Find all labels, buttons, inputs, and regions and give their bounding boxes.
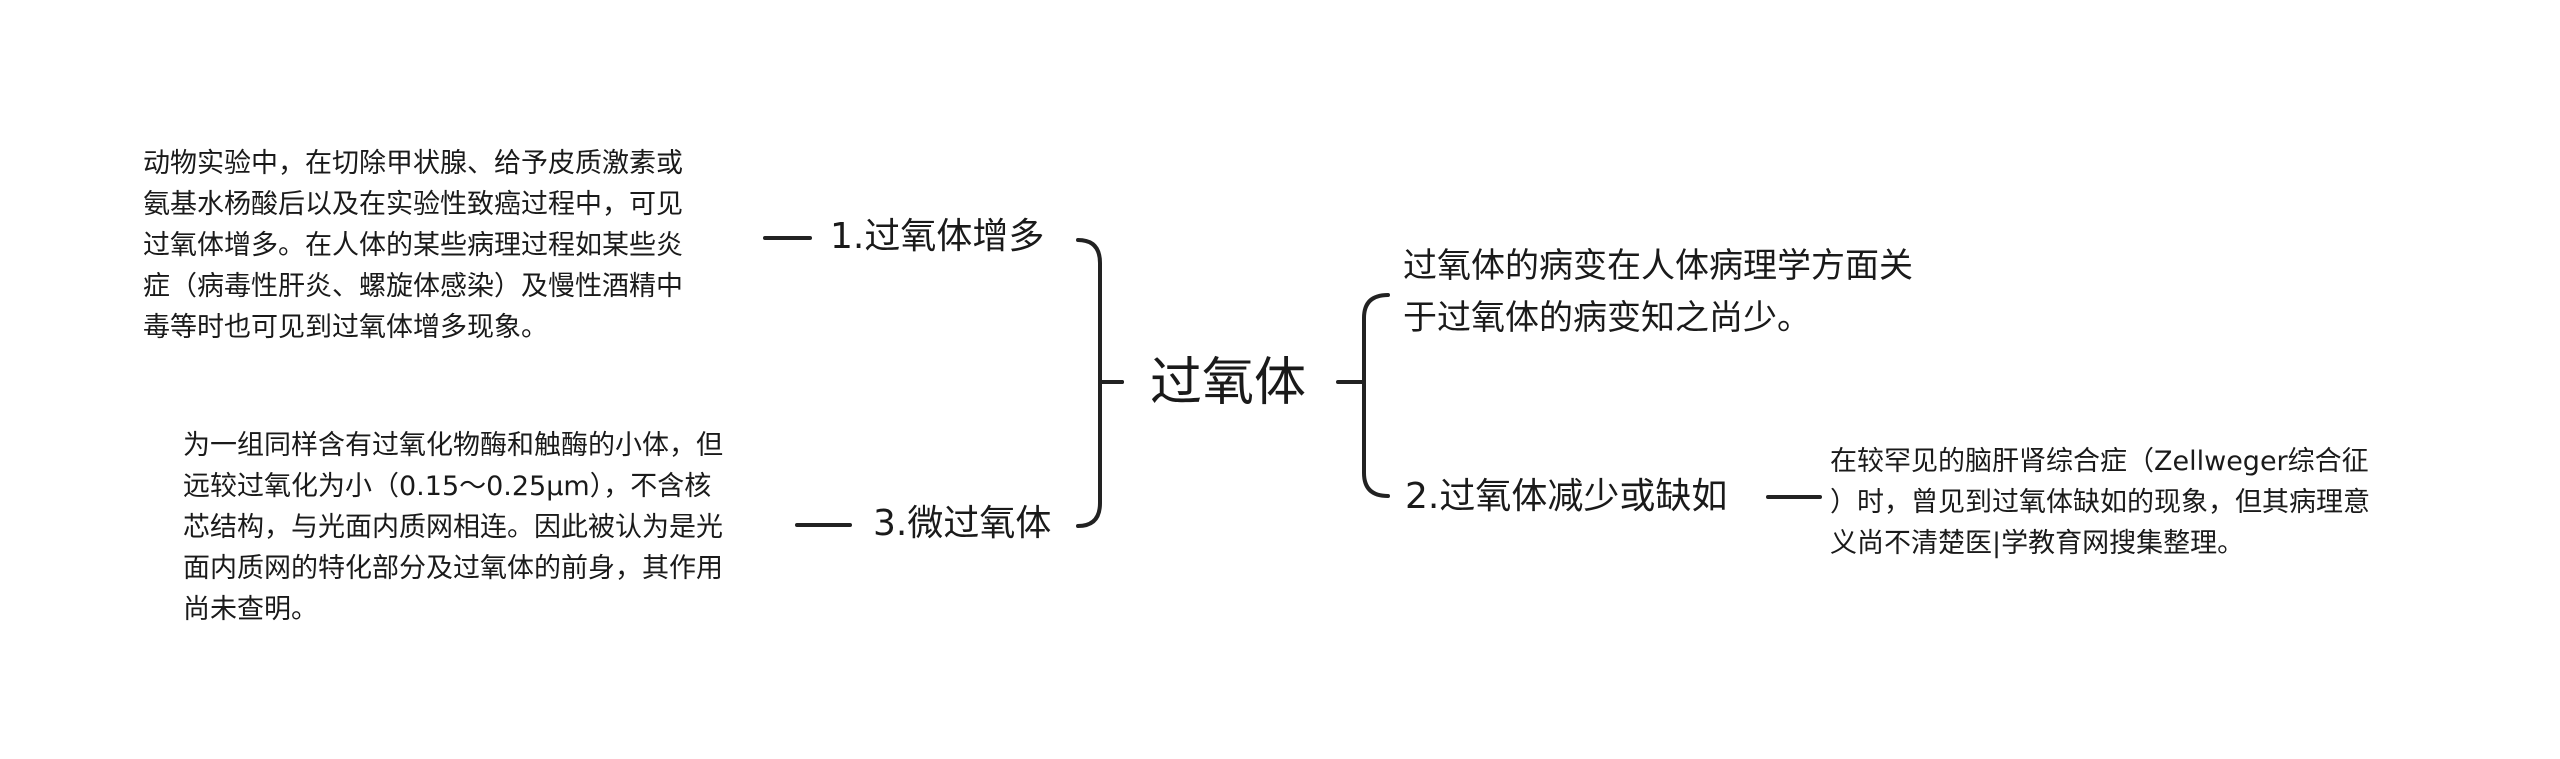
detail-micro-line-3: 芯结构，与光面内质网相连。因此被认为是光 <box>183 512 723 543</box>
intro-line-2: 于过氧体的病变知之尚少。 <box>1403 298 1811 338</box>
detail-micro-peroxisome[interactable]: 为一组同样含有过氧化物酶和触酶的小体，但 远较过氧化为小（0.15～0.25μm… <box>183 425 803 630</box>
detail-decrease-line-2: ）时，曾见到过氧体缺如的现象，但其病理意 <box>1830 487 2370 518</box>
bracket-left <box>1076 238 1102 528</box>
branch-decrease[interactable]: 2.过氧体减少或缺如 <box>1405 476 1728 517</box>
branch-micro-peroxisome[interactable]: 3.微过氧体 <box>873 503 1052 544</box>
bracket-right <box>1362 293 1390 498</box>
detail-increase-line-3: 过氧体增多。在人体的某些病理过程如某些炎 <box>143 230 683 261</box>
detail-increase-line-2: 氨基水杨酸后以及在实验性致癌过程中，可见 <box>143 189 683 220</box>
detail-decrease-line-1: 在较罕见的脑肝肾综合症（Zellweger综合征 <box>1830 446 2369 477</box>
root-topic[interactable]: 过氧体 <box>1150 353 1307 413</box>
detail-increase-line-4: 症（病毒性肝炎、螺旋体感染）及慢性酒精中 <box>143 271 683 302</box>
intro-topic[interactable]: 过氧体的病变在人体病理学方面关 于过氧体的病变知之尚少。 <box>1403 240 2023 344</box>
detail-decrease-line-3: 义尚不清楚医|学教育网搜集整理。 <box>1830 528 2245 559</box>
detail-increase[interactable]: 动物实验中，在切除甲状腺、给予皮质激素或 氨基水杨酸后以及在实验性致癌过程中，可… <box>143 143 763 348</box>
detail-micro-line-5: 尚未查明。 <box>183 594 318 625</box>
detail-micro-line-1: 为一组同样含有过氧化物酶和触酶的小体，但 <box>183 430 723 461</box>
detail-micro-line-2: 远较过氧化为小（0.15～0.25μm），不含核 <box>183 471 712 502</box>
intro-line-1: 过氧体的病变在人体病理学方面关 <box>1403 246 1913 286</box>
detail-increase-line-5: 毒等时也可见到过氧体增多现象。 <box>143 312 548 343</box>
detail-increase-line-1: 动物实验中，在切除甲状腺、给予皮质激素或 <box>143 148 683 179</box>
detail-micro-line-4: 面内质网的特化部分及过氧体的前身，其作用 <box>183 553 723 584</box>
branch-increase[interactable]: 1.过氧体增多 <box>830 216 1045 257</box>
detail-decrease[interactable]: 在较罕见的脑肝肾综合症（Zellweger综合征 ）时，曾见到过氧体缺如的现象，… <box>1830 441 2450 564</box>
